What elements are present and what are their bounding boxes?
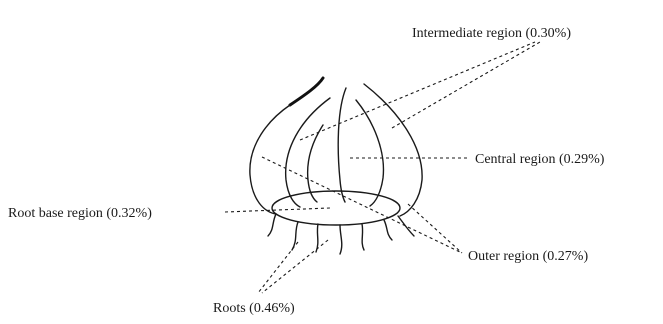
label-root-base-region: Root base region (0.32%) bbox=[8, 206, 152, 221]
root-6 bbox=[384, 220, 392, 240]
region-labels: Intermediate region (0.30%) Central regi… bbox=[8, 26, 605, 316]
root-5 bbox=[362, 224, 364, 250]
roots-leader-b bbox=[262, 240, 328, 293]
bulb-stem-tip bbox=[290, 78, 323, 105]
label-intermediate-region: Intermediate region (0.30%) bbox=[412, 26, 571, 41]
root-2 bbox=[292, 222, 298, 250]
root-1 bbox=[268, 214, 276, 236]
label-central-region: Central region (0.29%) bbox=[475, 152, 605, 167]
root-7 bbox=[398, 216, 414, 236]
label-roots: Roots (0.46%) bbox=[213, 301, 295, 316]
outer-leader-b bbox=[408, 204, 462, 253]
root-4 bbox=[340, 225, 342, 254]
label-outer-region: Outer region (0.27%) bbox=[468, 249, 588, 264]
root-base-plate bbox=[272, 191, 400, 225]
intermediate-leader-b bbox=[392, 42, 540, 128]
intermediate-leader-a bbox=[300, 42, 535, 140]
central-clove bbox=[338, 88, 346, 202]
root-base-leader bbox=[225, 208, 330, 212]
outer-right-clove bbox=[364, 84, 422, 216]
inner-right-clove bbox=[356, 100, 383, 206]
second-left-clove bbox=[308, 125, 323, 202]
garlic-bulb-illustration bbox=[250, 78, 422, 254]
